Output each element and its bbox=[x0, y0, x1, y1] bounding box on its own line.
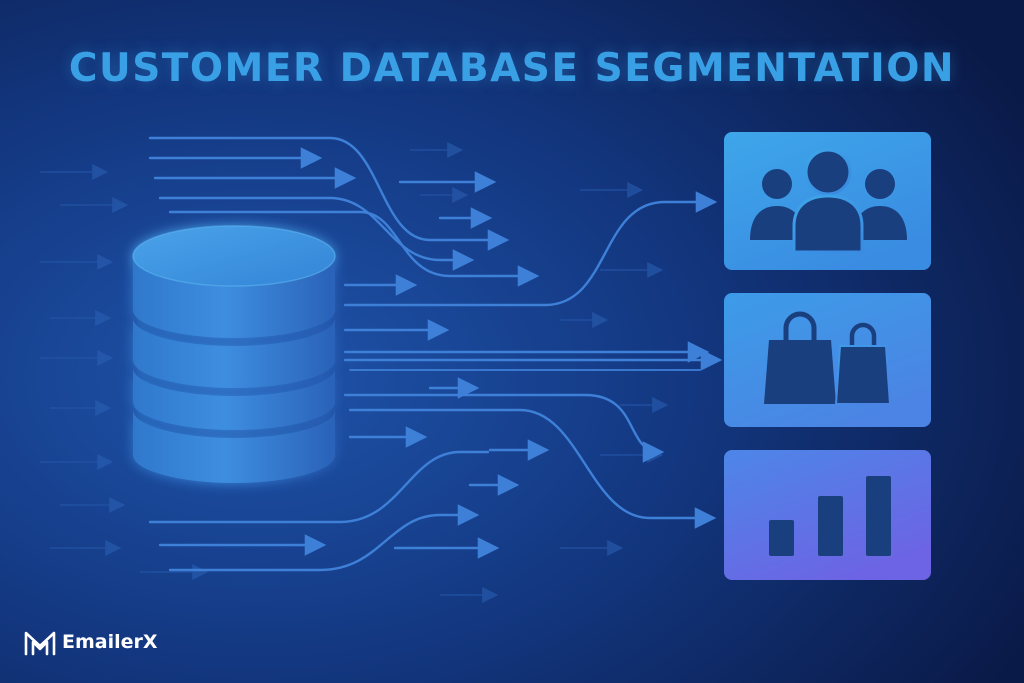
background-arrows bbox=[40, 142, 669, 603]
flow-arrow bbox=[148, 450, 490, 524]
people-group-icon bbox=[750, 148, 907, 254]
flow-arrow bbox=[148, 136, 510, 251]
flow-arrows bbox=[148, 136, 723, 572]
brand-name: EmailerX bbox=[62, 631, 158, 653]
flow-arrow bbox=[343, 393, 665, 463]
segment-panel-purchases bbox=[724, 293, 931, 427]
flow-arrow bbox=[168, 504, 480, 572]
segment-panel-people bbox=[724, 132, 931, 270]
page-title: CUSTOMER DATABASE SEGMENTATION bbox=[68, 46, 956, 91]
flow-arrow bbox=[158, 196, 475, 271]
brand: EmailerX bbox=[22, 627, 158, 657]
brand-logo-spacer bbox=[22, 629, 60, 655]
flow-arrow bbox=[168, 210, 540, 287]
envelope-m-logo-icon bbox=[24, 631, 56, 656]
flow-arrow bbox=[348, 408, 717, 529]
segment-panel-analytics bbox=[724, 450, 931, 580]
database-cylinder-icon bbox=[132, 225, 336, 483]
bar-chart-icon bbox=[769, 476, 891, 556]
flow-arrow bbox=[343, 191, 718, 307]
shopping-bags-icon bbox=[764, 311, 892, 405]
